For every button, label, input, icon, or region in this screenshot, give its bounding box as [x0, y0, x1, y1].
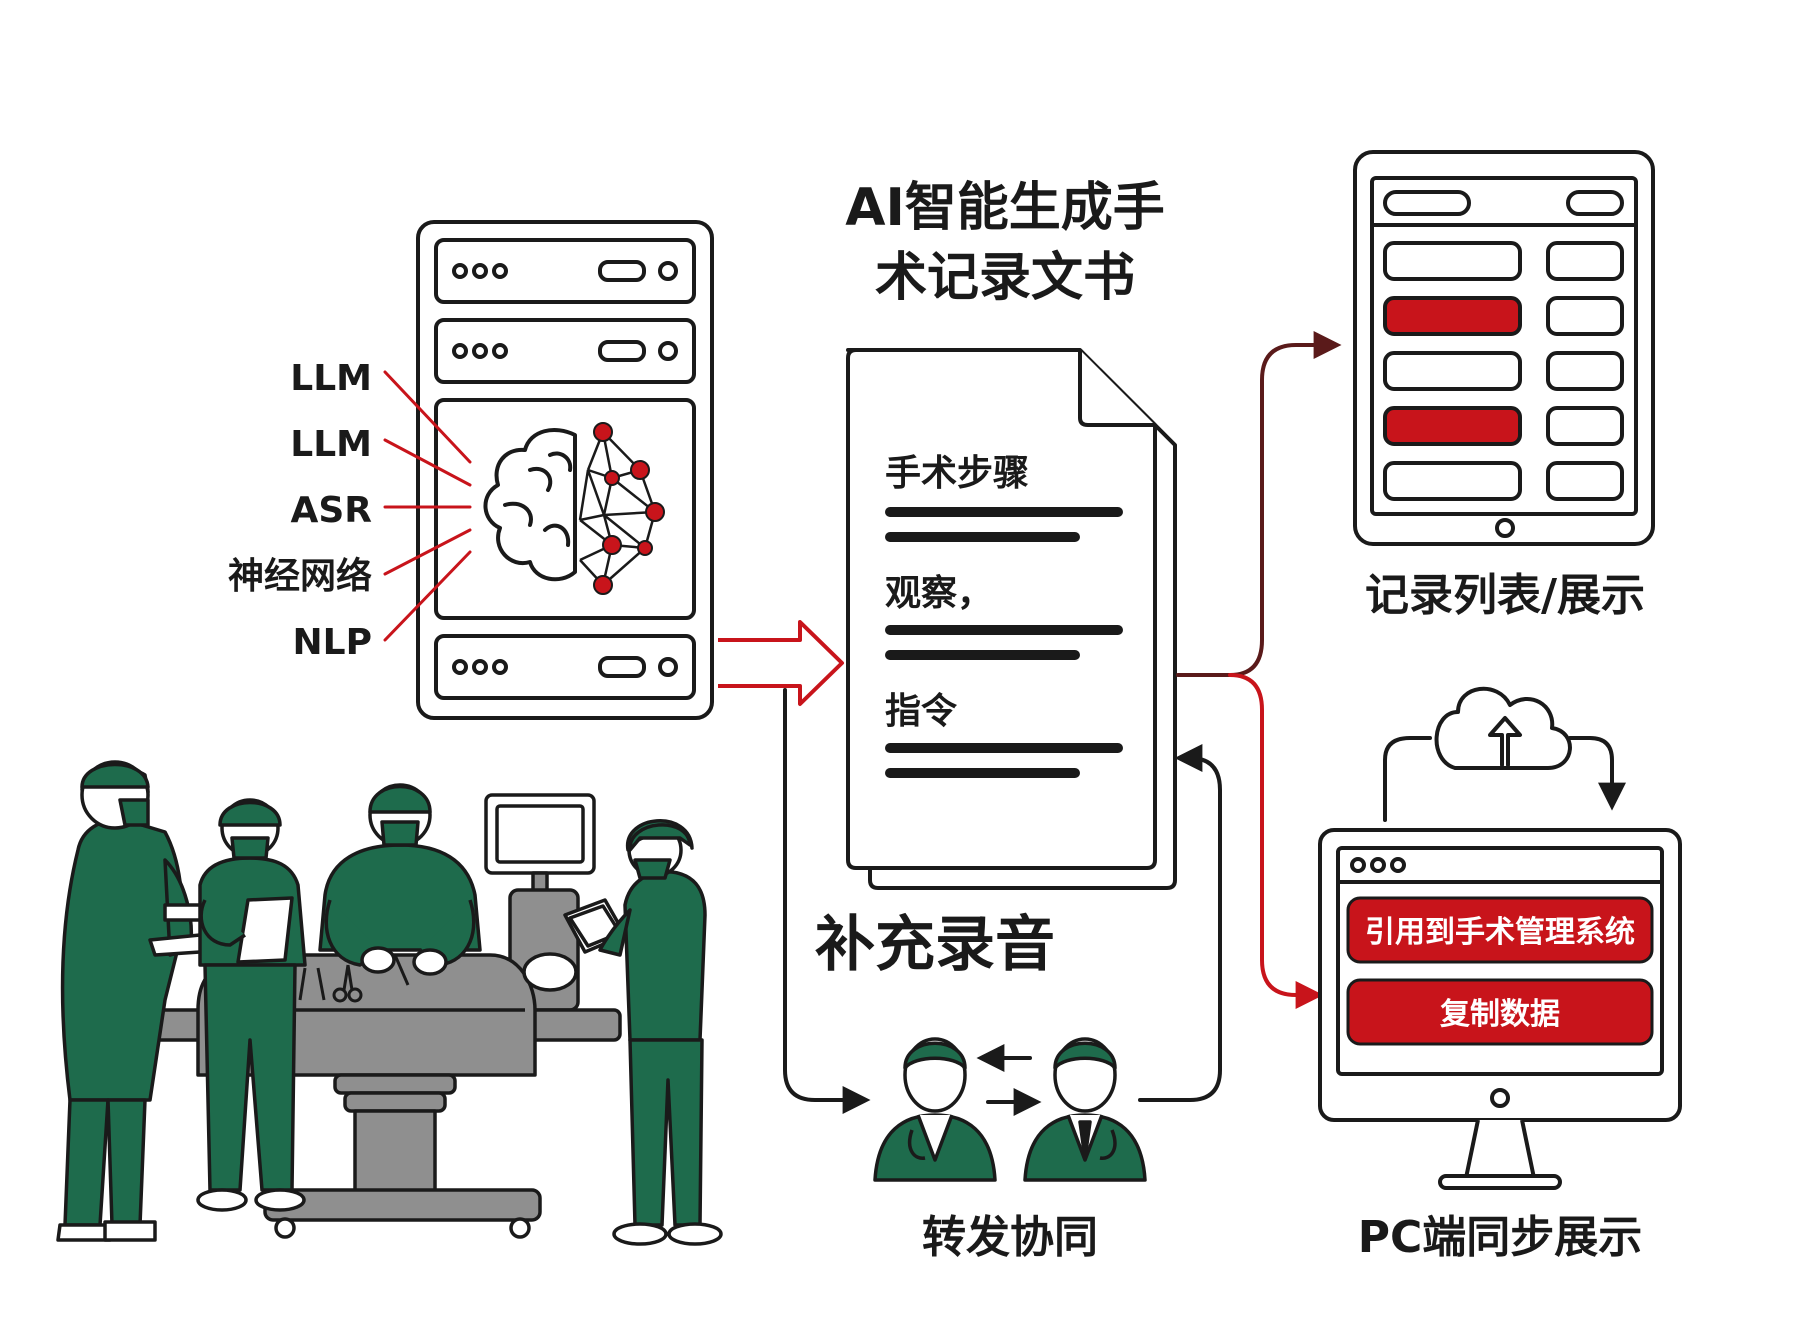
pc-caption: PC端同步展示 — [1358, 1212, 1643, 1263]
document-front-page — [846, 348, 1157, 870]
doc-section-steps: 手术步骤 — [885, 453, 1029, 494]
forward-collaboration-label: 转发协同 — [922, 1212, 1098, 1263]
exchange-arrows — [976, 1044, 1042, 1116]
brain-icon — [483, 428, 577, 582]
tablet-header-pill-left — [1383, 190, 1471, 216]
output-branch-arrows — [1176, 331, 1342, 1009]
pc-cite-button-label: 引用到手术管理系统 — [1365, 915, 1635, 950]
cloud-sync-icon — [1383, 686, 1626, 822]
tablet-row-1 — [1383, 241, 1522, 281]
server-unit-3 — [434, 634, 696, 700]
doctor-left-icon — [873, 1037, 997, 1182]
pc-copy-button[interactable]: 复制数据 — [1346, 978, 1654, 1046]
tech-label-nlp: NLP — [293, 622, 372, 663]
operating-room-scene — [56, 760, 723, 1246]
tablet-row-2-highlighted — [1383, 296, 1522, 336]
pc-cite-button[interactable]: 引用到手术管理系统 — [1346, 896, 1654, 964]
tablet-row-5 — [1383, 461, 1522, 501]
tablet-header-pill-right — [1566, 190, 1624, 216]
server-to-document-arrow — [718, 620, 844, 706]
surgical-record-document — [846, 348, 1177, 890]
tech-label-llm-1: LLM — [290, 358, 372, 399]
ai-server-rack — [416, 220, 714, 720]
title-line-1: AI智能生成手 — [845, 178, 1165, 238]
tablet-row-3 — [1383, 351, 1522, 391]
collaboration-loop-arrows — [783, 688, 1222, 1114]
nurse-with-tablet — [563, 819, 723, 1246]
tech-label-neural-network: 神经网络 — [228, 555, 372, 597]
tech-label-llm-2: LLM — [290, 424, 372, 465]
main-title: AI智能生成手 术记录文书 — [845, 178, 1165, 308]
tablet-record-list — [1353, 150, 1655, 546]
surgeon-left — [56, 760, 212, 1242]
doc-section-orders: 指令 — [885, 691, 958, 732]
surgeon-center — [318, 783, 482, 986]
doctor-right-icon — [1023, 1037, 1147, 1182]
tablet-row-4-highlighted — [1383, 406, 1522, 446]
doc-section-observation: 观察， — [885, 573, 993, 614]
assistant-with-clipboard — [196, 798, 307, 1212]
tech-labels: LLM LLM ASR 神经网络 NLP — [228, 358, 372, 663]
ai-brain-panel — [434, 398, 696, 620]
tech-label-asr: ASR — [290, 490, 372, 531]
tablet-caption: 记录列表/展示 — [1365, 570, 1645, 621]
supplement-recording-label: 补充录音 — [815, 910, 1055, 980]
patient-icon — [522, 952, 578, 992]
pc-copy-button-label: 复制数据 — [1440, 997, 1560, 1032]
server-unit-2 — [434, 318, 696, 384]
neural-network-icon — [578, 422, 665, 595]
server-unit-1 — [434, 238, 696, 304]
document-sections: 手术步骤 观察， 指令 — [885, 453, 1123, 778]
tech-connector-lines — [383, 370, 472, 642]
tablet-home-button — [1495, 518, 1515, 538]
title-line-2: 术记录文书 — [875, 248, 1135, 308]
